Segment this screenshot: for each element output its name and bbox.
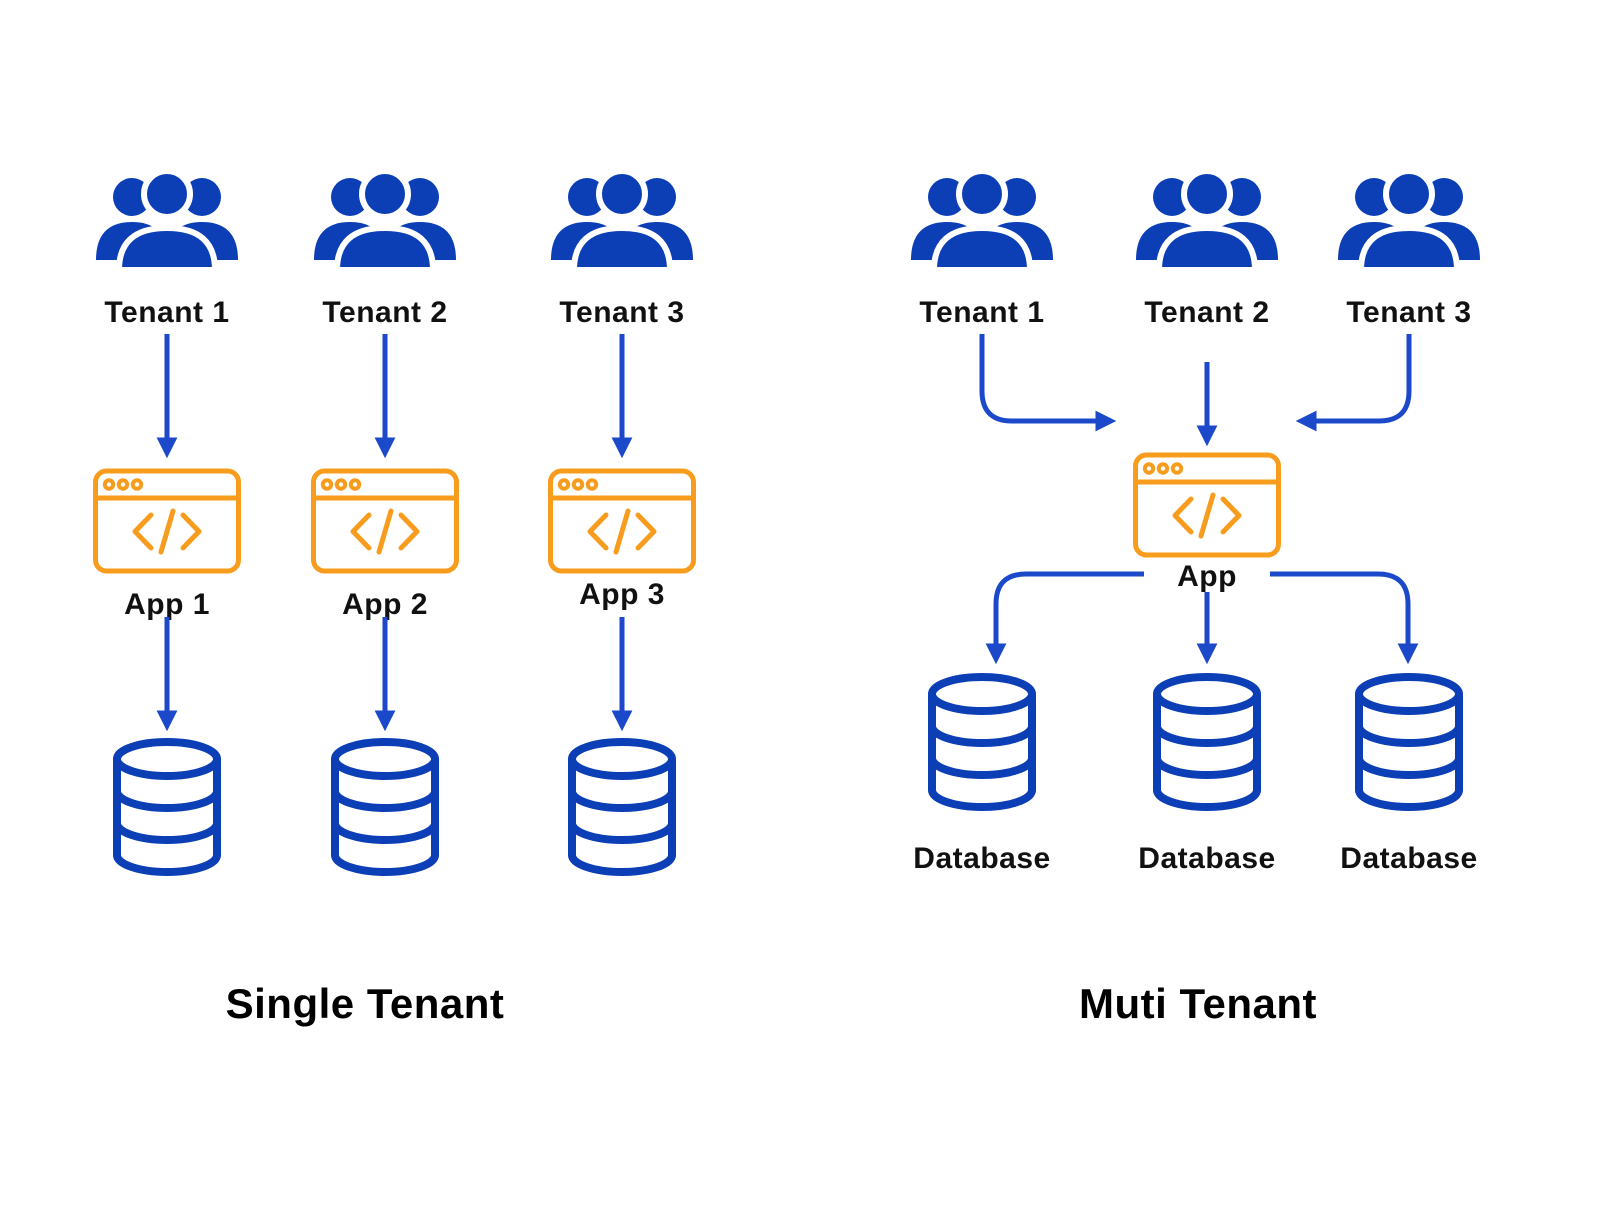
database-icon <box>1353 672 1465 812</box>
tenant-label: Tenant 3 <box>559 296 685 329</box>
app-label: App 2 <box>342 588 428 621</box>
users-group-icon <box>1334 170 1484 270</box>
users-group-icon <box>310 170 460 270</box>
tenant-label: Tenant 2 <box>1144 296 1270 329</box>
users-group-icon <box>907 170 1057 270</box>
arrow-tenant1-to-app <box>979 334 1117 432</box>
database-icon <box>926 672 1038 812</box>
app-label: App <box>1177 560 1237 593</box>
database-icon <box>566 737 678 877</box>
users-group-icon <box>1132 170 1282 270</box>
app-label: App 1 <box>124 588 210 621</box>
tenant-label: Tenant 3 <box>1346 296 1472 329</box>
tenant-label: Tenant 2 <box>322 296 448 329</box>
users-group-icon <box>547 170 697 270</box>
database-icon <box>1151 672 1263 812</box>
users-group-icon <box>92 170 242 270</box>
multi-tenant-title: Muti Tenant <box>1078 980 1318 1027</box>
app-window-icon <box>310 467 460 575</box>
app-window-icon <box>547 467 697 575</box>
database-label: Database <box>913 842 1051 875</box>
single-tenant-title: Single Tenant <box>225 980 505 1027</box>
tenant-label: Tenant 1 <box>919 296 1045 329</box>
database-icon <box>111 737 223 877</box>
database-icon <box>329 737 441 877</box>
tenant-label: Tenant 1 <box>104 296 230 329</box>
app-window-icon <box>92 467 242 575</box>
arrow-tenant3-to-app <box>1295 334 1412 432</box>
app-window-icon <box>1132 451 1282 559</box>
database-label: Database <box>1138 842 1276 875</box>
app-label: App 3 <box>579 578 665 611</box>
database-label: Database <box>1340 842 1478 875</box>
